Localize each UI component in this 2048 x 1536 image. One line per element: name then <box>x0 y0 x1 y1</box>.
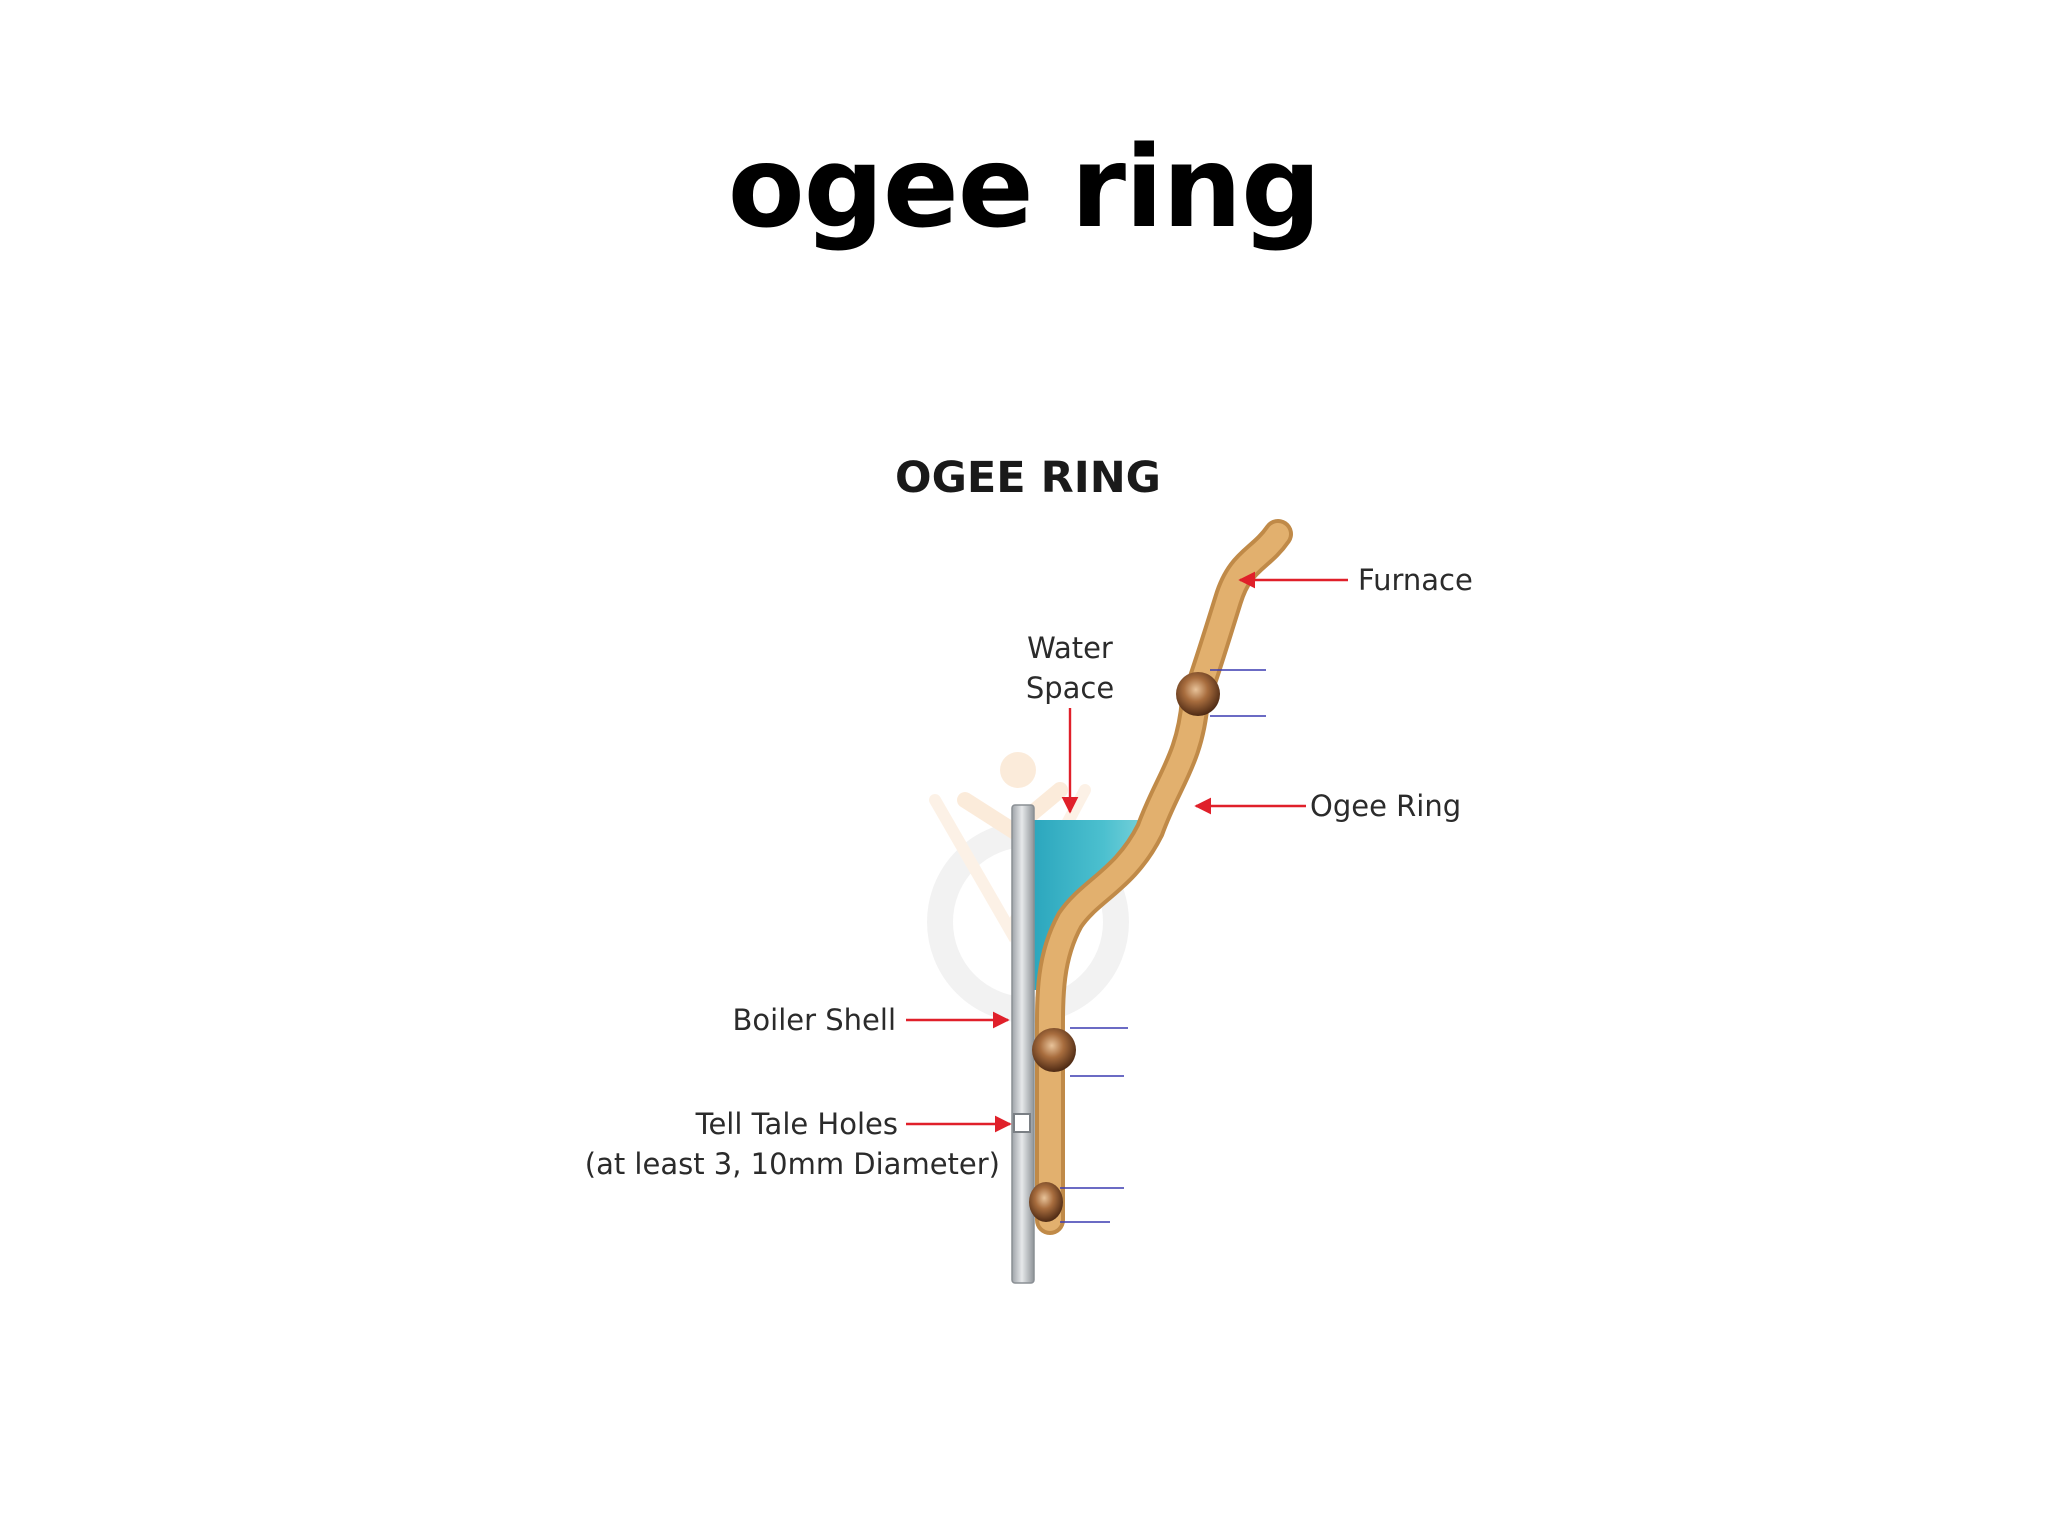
label-arrows <box>906 571 1348 1133</box>
label-tell-tale-holes-line1: Tell Tale Holes <box>695 1107 898 1141</box>
tell-tale-hole <box>1013 1113 1031 1133</box>
boiler-shell-plate <box>1011 804 1035 1284</box>
label-tell-tale-holes-line2: (at least 3, 10mm Diameter) <box>585 1147 1000 1181</box>
label-ogee-ring: Ogee Ring <box>1310 789 1461 823</box>
weld-bead-lower <box>1029 1182 1063 1222</box>
weld-marker-lines <box>1060 669 1266 1223</box>
diagram-heading: OGEE RING <box>895 453 1161 503</box>
label-water-space-line2: Space <box>1026 671 1114 705</box>
weld-bead-middle <box>1032 1028 1076 1072</box>
label-boiler-shell: Boiler Shell <box>733 1003 896 1037</box>
page-title: ogee ring <box>727 123 1322 253</box>
weld-bead-upper <box>1176 672 1220 716</box>
label-water-space-line1: Water <box>1027 631 1113 665</box>
water-space-region <box>1032 820 1152 990</box>
label-furnace: Furnace <box>1358 563 1473 597</box>
